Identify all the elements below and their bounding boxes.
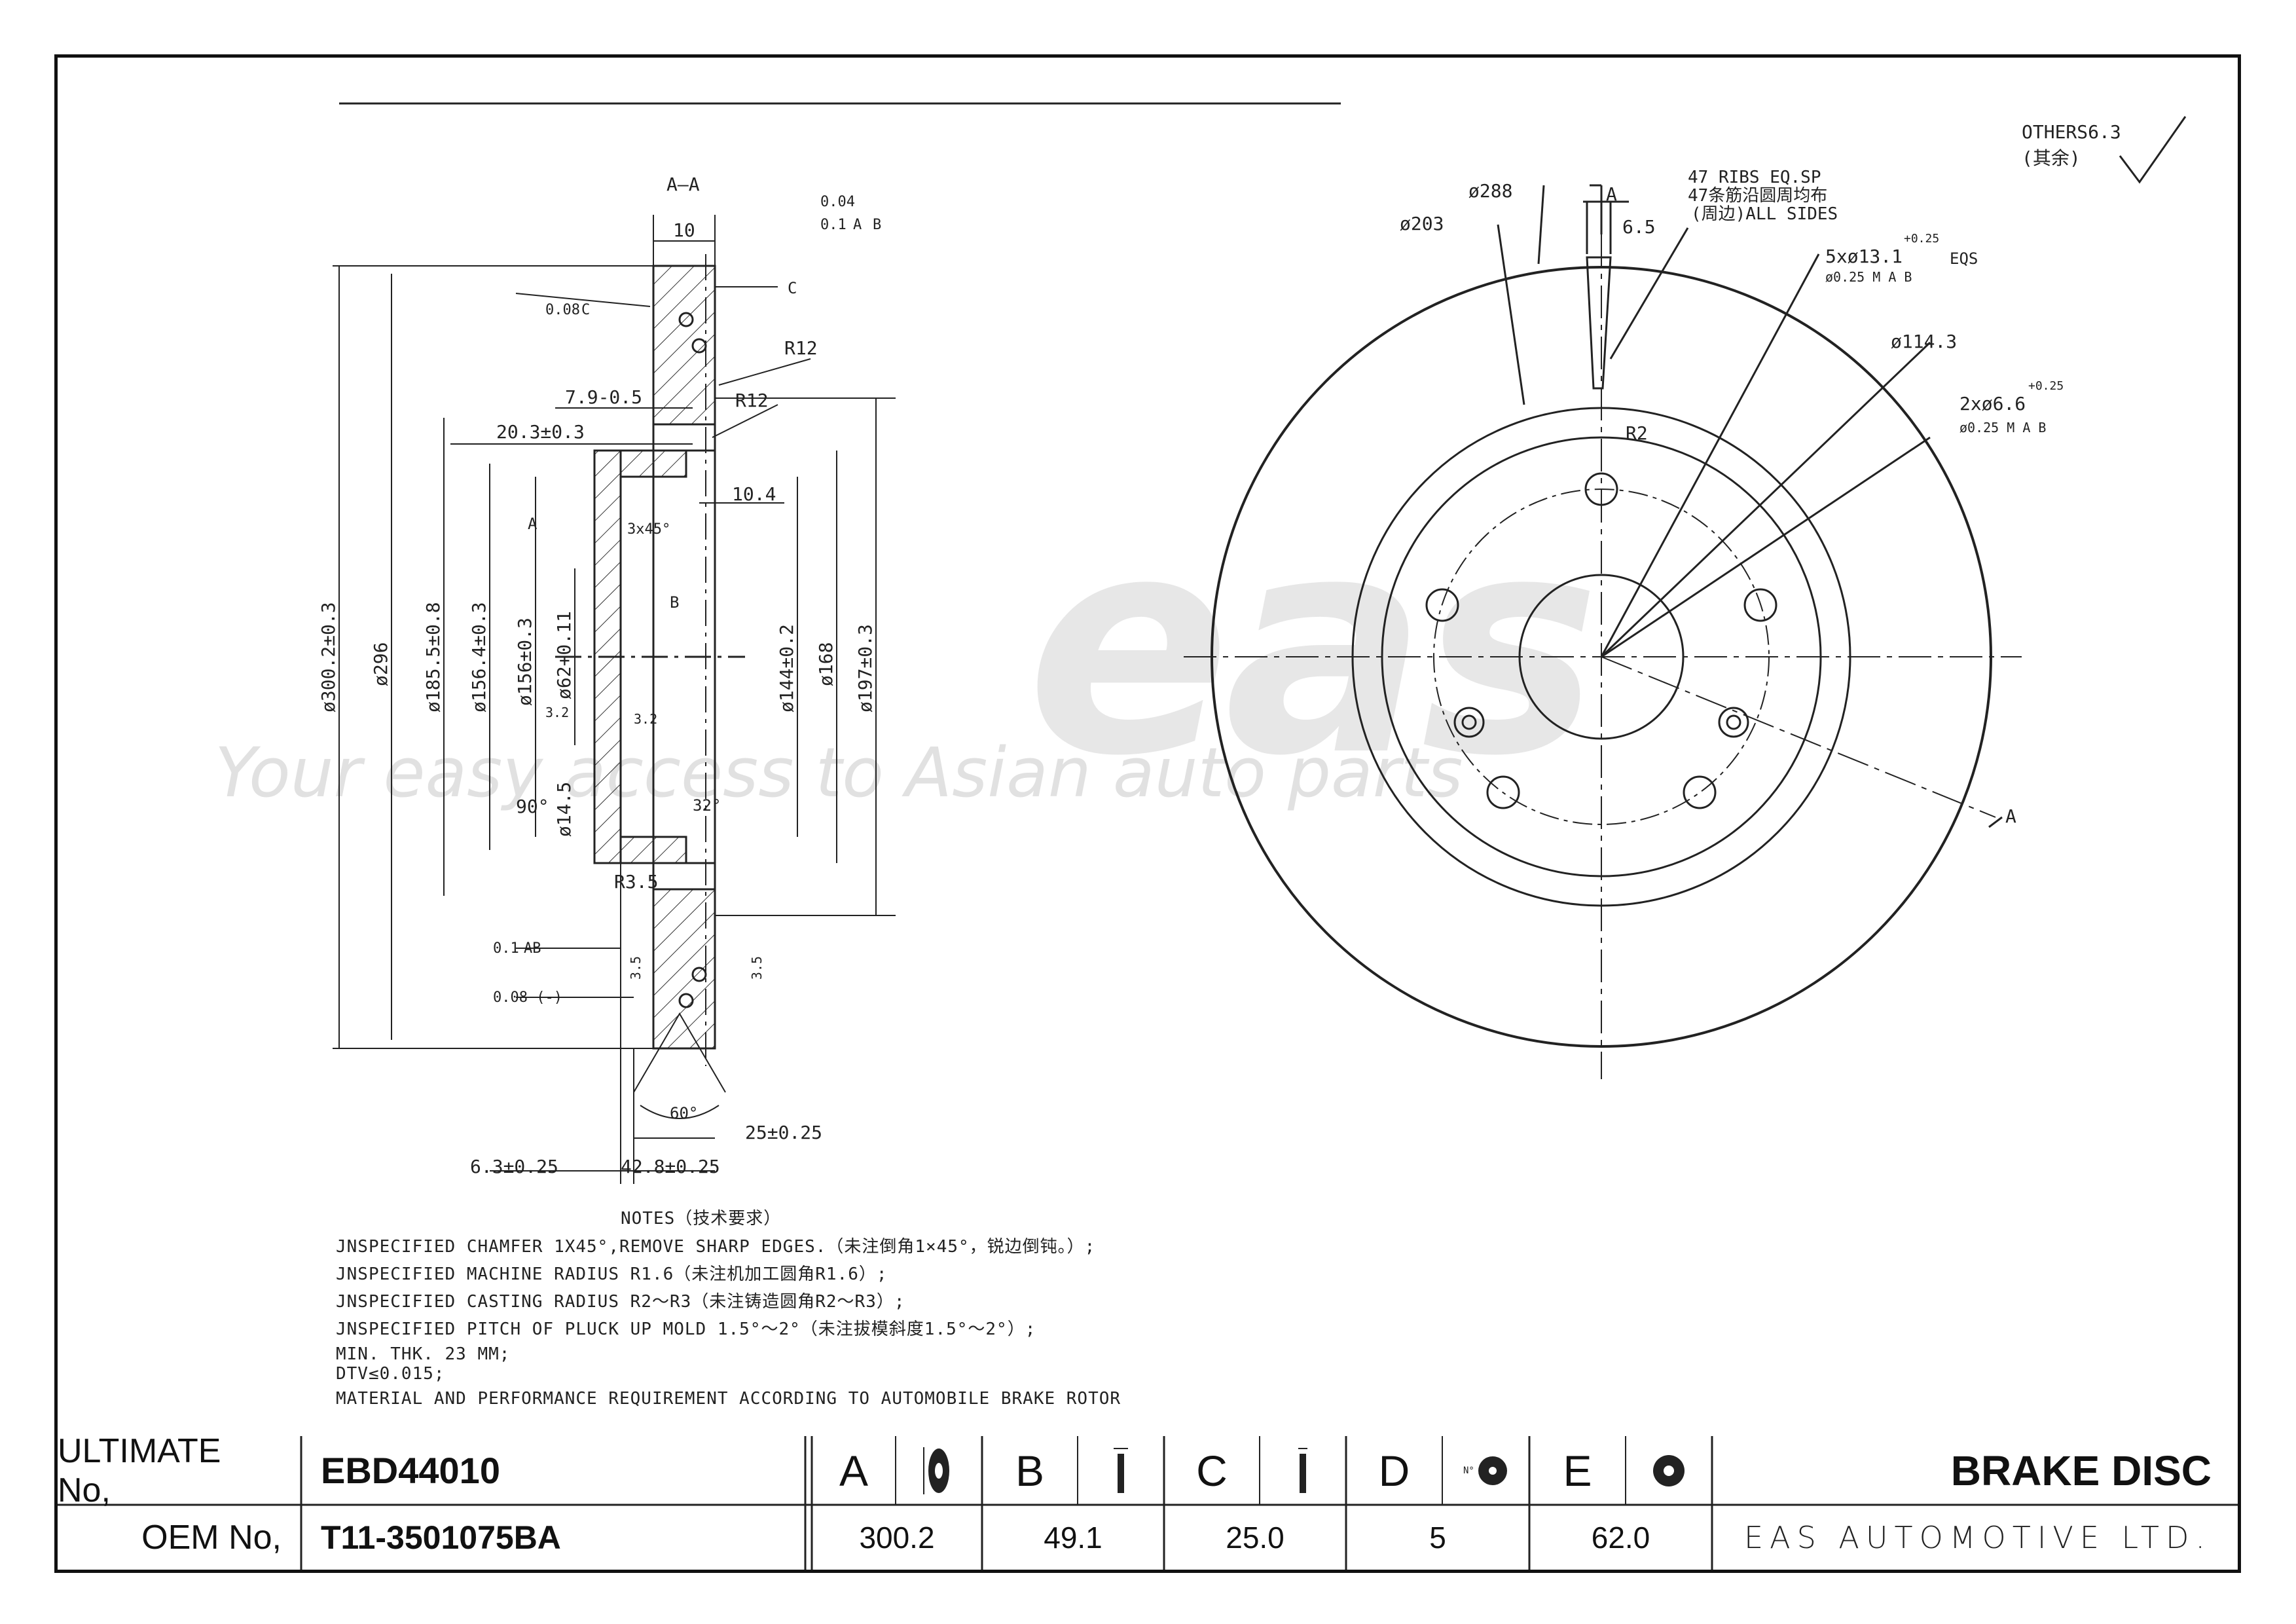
dia-197: ø197±0.3 bbox=[854, 624, 876, 712]
runout-top-datum1: A bbox=[853, 217, 862, 233]
parallel-datum: C bbox=[581, 302, 591, 318]
column-c-letter: C bbox=[1196, 1446, 1228, 1495]
column-d-value: 5 bbox=[1429, 1520, 1446, 1555]
watermark-logo: eas bbox=[1027, 471, 1600, 822]
holes-2-label: 2xø6.6 bbox=[1959, 393, 2026, 415]
datum-a-marker: A bbox=[528, 515, 538, 533]
flatness-top: 0.04 bbox=[820, 194, 855, 210]
holes-5-position: ø0.25 M A B bbox=[1825, 269, 1912, 285]
column-b-letter: B bbox=[1015, 1446, 1045, 1495]
angle-90: 90° bbox=[516, 796, 549, 817]
dim-6-5: 6.5 bbox=[1622, 216, 1656, 238]
angle-60: 60° bbox=[670, 1104, 699, 1122]
column-d-letter: D bbox=[1378, 1446, 1410, 1495]
oem-number-value: T11-3501075BA bbox=[321, 1519, 561, 1556]
note-line: DTV≤0.015; bbox=[336, 1364, 445, 1384]
section-title: A—A bbox=[666, 174, 700, 195]
roughness-3-2-a: 3.2 bbox=[545, 705, 570, 720]
section-view-outline bbox=[555, 254, 745, 1066]
radius-r2: R2 bbox=[1626, 422, 1648, 444]
others-roughness-cn: (其余) bbox=[2022, 147, 2081, 169]
title-block: ULTIMATE No, EBD44010 OEM No, T11-350107… bbox=[58, 1431, 2238, 1570]
disc-height-icon bbox=[1078, 1436, 1164, 1505]
ultimate-number-value: EBD44010 bbox=[321, 1450, 500, 1491]
pcd-114-3: ø114.3 bbox=[1891, 331, 1958, 352]
ribs-note-1: 47 RIBS EQ.SP bbox=[1688, 168, 1821, 187]
dim-10: 10 bbox=[673, 219, 695, 241]
dia-156-4: ø156.4±0.3 bbox=[468, 602, 490, 712]
roughness-3-5-b: 3.5 bbox=[749, 955, 765, 980]
ribs-note-3: (周边)ALL SIDES bbox=[1691, 204, 1838, 224]
datum-b-marker: B bbox=[670, 593, 680, 612]
bolt-holes-icon: N° bbox=[1442, 1436, 1529, 1505]
column-c-value: 25.0 bbox=[1226, 1520, 1285, 1555]
holes-2-position: ø0.25 M A B bbox=[1959, 420, 2047, 435]
company-name: EAS AUTOMOTIVE LTD. bbox=[1744, 1519, 2212, 1555]
holes-5-tol: +0.25 bbox=[1904, 232, 1940, 246]
note-line: JNSPECIFIED CASTING RADIUS R2～R3（未注铸造圆角R… bbox=[336, 1292, 905, 1312]
others-roughness: OTHERS6.3 bbox=[2022, 121, 2121, 143]
section-marker-top: A bbox=[1606, 183, 1617, 205]
dia-62: ø62+0.11 bbox=[553, 611, 575, 699]
dia-185-5: ø185.5±0.8 bbox=[422, 602, 444, 712]
column-e-value: 62.0 bbox=[1591, 1520, 1650, 1555]
dia-296: ø296 bbox=[370, 642, 392, 686]
front-view bbox=[1184, 116, 2187, 1079]
column-a-letter: A bbox=[839, 1446, 869, 1495]
holes-2-tol: +0.25 bbox=[2028, 379, 2064, 393]
center-bore-icon bbox=[1626, 1436, 1712, 1505]
column-b-value: 49.1 bbox=[1044, 1520, 1102, 1555]
dia-168: ø168 bbox=[815, 642, 837, 686]
roughness-3-5-a: 3.5 bbox=[628, 955, 644, 980]
note-line: JNSPECIFIED MACHINE RADIUS R1.6（未注机加工圆角R… bbox=[336, 1264, 888, 1284]
ribs-note-2: 47条筋沿圆周均布 bbox=[1688, 186, 1828, 206]
note-line: JNSPECIFIED CHAMFER 1X45°,REMOVE SHARP E… bbox=[336, 1237, 1096, 1257]
section-marker-bottom: A bbox=[2005, 805, 2016, 827]
datum-c: C bbox=[788, 279, 797, 297]
holes-5-eqs: EQS bbox=[1950, 249, 1978, 268]
dim-42-8: 42.8±0.25 bbox=[621, 1156, 720, 1177]
svg-text:N°: N° bbox=[1463, 1466, 1474, 1476]
chamfer-label: 3x45° bbox=[627, 521, 671, 538]
technical-drawing bbox=[333, 102, 2187, 1184]
note-line: JNSPECIFIED PITCH OF PLUCK UP MOLD 1.5°～… bbox=[336, 1320, 1036, 1339]
dia-14-5: ø14.5 bbox=[553, 781, 575, 837]
watermark-slogan: Your easy access to Asian auto parts bbox=[215, 733, 1463, 813]
disc-diameter-icon bbox=[896, 1436, 982, 1505]
angle-32: 32° bbox=[693, 796, 721, 815]
runout-bottom: 0.1 bbox=[493, 940, 519, 957]
roughness-3-2-b: 3.2 bbox=[634, 711, 658, 727]
dim-6-3: 6.3±0.25 bbox=[470, 1156, 558, 1177]
dia-144: ø144±0.2 bbox=[776, 624, 797, 712]
column-a-value: 300.2 bbox=[859, 1520, 935, 1555]
oem-number-label: OEM No, bbox=[141, 1518, 282, 1557]
dia-203: ø203 bbox=[1400, 213, 1444, 234]
runout-top-datum2: B bbox=[873, 217, 882, 233]
dia-288: ø288 bbox=[1468, 180, 1513, 202]
product-name: BRAKE DISC bbox=[1950, 1447, 2212, 1494]
flatness-bottom: 0.08 (-) bbox=[493, 989, 562, 1006]
column-e-letter: E bbox=[1563, 1446, 1592, 1495]
dim-7-9: 7.9-0.5 bbox=[565, 386, 643, 408]
radius-r12-b: R12 bbox=[735, 390, 769, 411]
radius-r12-a: R12 bbox=[784, 337, 818, 359]
dim-25: 25±0.25 bbox=[745, 1122, 823, 1143]
parallel-tolerance: 0.08 bbox=[545, 302, 580, 318]
dim-10-4: 10.4 bbox=[732, 483, 776, 505]
note-line: MIN. THK. 23 MM; bbox=[336, 1344, 511, 1364]
dia-156: ø156±0.3 bbox=[514, 618, 536, 706]
ultimate-number-label: ULTIMATE No, bbox=[58, 1431, 221, 1509]
dia-300-2: ø300.2±0.3 bbox=[318, 602, 339, 712]
radius-r3-5: R3.5 bbox=[614, 871, 659, 893]
drawing-sheet: eas Your easy access to Asian auto parts bbox=[54, 54, 2241, 1573]
note-line: MATERIAL AND PERFORMANCE REQUIREMENT ACC… bbox=[336, 1389, 1121, 1409]
runout-top: 0.1 bbox=[820, 217, 847, 233]
disc-thickness-icon bbox=[1260, 1436, 1346, 1505]
notes-title: NOTES（技术要求） bbox=[621, 1209, 782, 1228]
holes-5-label: 5xø13.1 bbox=[1825, 246, 1903, 267]
runout-bottom-datums: AB bbox=[524, 940, 541, 957]
dim-20-3: 20.3±0.3 bbox=[496, 421, 585, 443]
